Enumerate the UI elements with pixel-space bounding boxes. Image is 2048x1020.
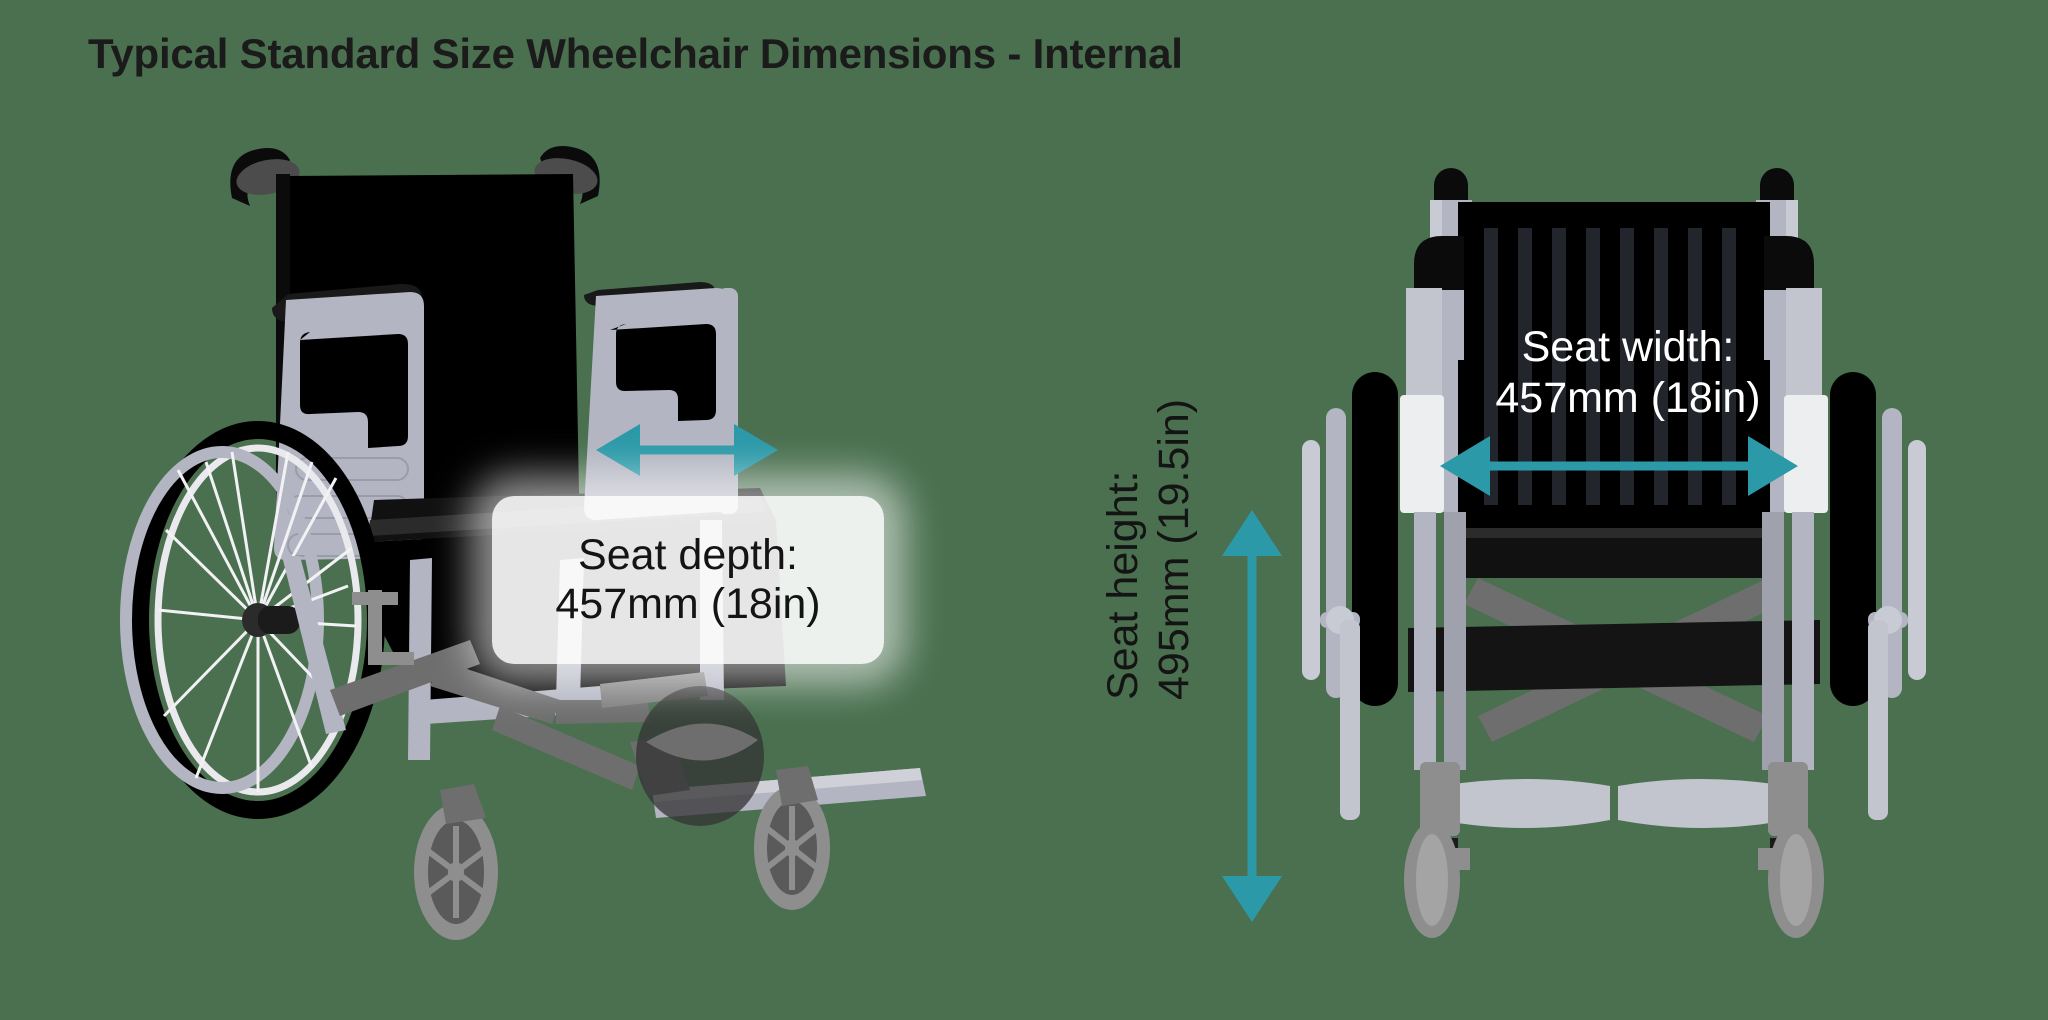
armrest-pad-right-front <box>1764 236 1814 292</box>
front-view-wheelchair <box>1222 168 1926 938</box>
backrest-slats <box>1484 228 1736 505</box>
seat-width-arrow <box>1440 436 1798 496</box>
rear-wheel-left-front <box>1352 372 1398 706</box>
rear-secondary-wheel <box>636 686 764 826</box>
side-view-wheelchair <box>120 145 926 940</box>
page-title: Typical Standard Size Wheelchair Dimensi… <box>88 30 1183 77</box>
seat-depth-label-line2: 457mm (18in) <box>555 580 821 628</box>
rear-wheel <box>120 421 385 819</box>
side-guard-left-front <box>1400 395 1444 513</box>
rear-wheel-right-front <box>1830 372 1876 706</box>
backrest-panel-front <box>1458 202 1770 532</box>
front-castor-wheel-right <box>754 766 830 910</box>
seat-height-label: Seat height: 495mm (19.5in) <box>1098 399 1199 700</box>
armrest-pad-left-front <box>1414 236 1464 292</box>
seat-height-label-line1: Seat height: <box>1099 470 1147 700</box>
seat-depth-label-line1: Seat depth: <box>578 530 798 579</box>
seat-height-label-line2: 495mm (19.5in) <box>1149 398 1198 700</box>
seat-height-arrow <box>1222 510 1282 922</box>
side-guard-right-front <box>1784 395 1828 513</box>
lower-strap <box>1408 620 1820 692</box>
seat-depth-arrow <box>596 424 778 476</box>
seat-depth-label: Seat depth: 457mm (18in) <box>492 496 884 664</box>
brake-lever <box>352 590 414 665</box>
front-castor-wheel-left <box>414 784 498 940</box>
